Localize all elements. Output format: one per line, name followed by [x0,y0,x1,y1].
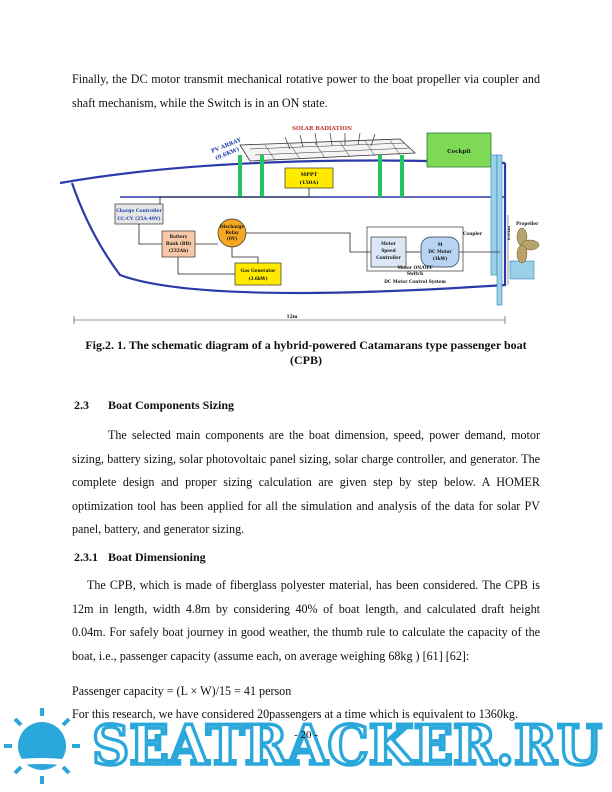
section-number: 2.3.1 [74,550,98,564]
propeller-label: Propeller [516,222,539,227]
shaft-pipe [490,154,498,276]
figure-caption: Fig.2. 1. The schematic diagram of a hyb… [85,338,527,367]
cockpit-box [426,132,492,168]
page-number: - 20 - [294,729,318,741]
propeller-icon [516,227,540,264]
hull-bottom-curve [70,163,507,295]
dc-motor-control-system-label: DC Motor Control System [384,280,446,285]
motor-speed-controller-label-3: Controller [376,256,402,261]
section-title: Boat Components Sizing [108,398,235,412]
cockpit-label: Cockpit [447,149,471,155]
length-dimension-line [73,316,506,324]
battery-bank-label-1: Battery [170,235,188,240]
discharge-relay-label-1: Discharge [220,225,245,230]
dc-motor-rating: (3kW) [433,257,448,262]
mppt-label: MPPT [301,172,318,178]
motor-speed-controller-label-2: Speed [381,249,396,254]
section-number: 2.3 [74,398,89,412]
dimensioning-paragraph: The CPB, which is made of fiberglass pol… [72,578,540,663]
motor-switch-label-2: Switch [407,272,424,277]
dc-motor-symbol: M [438,243,443,248]
battery-bank-rating: (232Ah) [169,249,189,254]
battery-bank-box [161,230,196,258]
solar-rays [284,132,376,150]
charge-controller-rating: CC-CV (25A-49V) [117,215,160,222]
sun-logo-icon [0,708,84,784]
wiring [138,188,421,275]
battery-bank-label-2: Bank (BB) [166,242,191,247]
rudder-box [509,260,535,280]
hybrid-boat-schematic: SOLAR RADIATION PV ARRAY (0.6KW) Cockpit… [60,126,540,324]
intro-paragraph: Finally, the DC motor transmit mechanica… [72,72,540,110]
length-dimension-label: 12m [286,314,297,320]
motor-speed-controller-box [370,236,407,268]
dc-motor-label: DC Motor [428,250,452,255]
gas-generator-label: Gas Generator [241,269,277,274]
components-paragraph: The selected main components are the boa… [72,428,540,537]
discharge-relay-label-2: Relay [225,231,239,236]
motor-speed-controller-label-1: Motor [381,242,396,247]
gas-generator-rating: (3.6kW) [248,277,267,282]
watermark-text: SEATRACKER.RU [92,713,602,777]
passenger-capacity-formula: Passenger capacity = (L × W)/15 = 41 per… [72,684,292,698]
section-title: Boat Dimensioning [108,550,206,564]
mppt-rating: (150A) [299,179,318,186]
dc-motor-control-frame [366,226,464,272]
coupler-label: Coupler [463,232,483,237]
seatracker-watermark: SEATRACKER.RU [0,708,604,784]
charge-controller-label: Charge Controller [116,208,162,214]
section-heading-2-3-1: 2.3.1 Boat Dimensioning [74,550,206,565]
solar-radiation-label: SOLAR RADIATION [292,126,352,132]
panel-support-pillars [238,155,404,197]
motor-switch-label-1: Motor ON/OFF [397,266,432,271]
section-heading-2-3: 2.3 Boat Components Sizing [74,398,234,413]
shaft-pipe-outer [496,154,503,306]
research-passengers-line: For this research, we have considered 20… [72,707,518,721]
draft-dimension-label: 0.04m [506,225,511,240]
pv-array-panel [239,138,416,162]
discharge-relay-rating: (0V) [227,237,237,242]
